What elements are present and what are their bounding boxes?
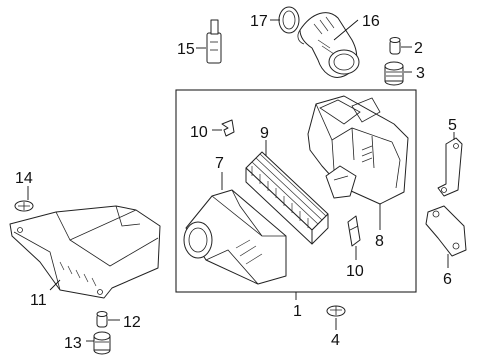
clip-part-10-upper	[221, 119, 235, 137]
callout-14: 14	[15, 170, 33, 187]
callout-12: 12	[123, 314, 141, 331]
rubber-mount-part-13	[93, 331, 111, 355]
callout-7: 7	[215, 155, 224, 172]
callout-13: 13	[64, 335, 82, 352]
callout-15: 15	[177, 41, 195, 58]
grommet-part-12	[96, 311, 108, 328]
bracket-part-5	[437, 137, 463, 197]
callout-9: 9	[260, 125, 269, 142]
callout-10-upper: 10	[190, 124, 208, 141]
grommet-part-2	[389, 37, 401, 55]
leader-lines	[27, 19, 455, 342]
callout-3: 3	[416, 65, 425, 82]
callout-2: 2	[414, 40, 423, 57]
grommet-part-14	[14, 200, 34, 212]
bracket-part-6	[425, 205, 467, 257]
callout-16: 16	[362, 13, 380, 30]
callout-4: 4	[331, 332, 340, 349]
maf-sensor-part-15	[206, 19, 222, 64]
callout-5: 5	[448, 117, 457, 134]
upper-cover-part-8	[307, 95, 409, 205]
callout-10-lower: 10	[346, 263, 364, 280]
callout-6: 6	[443, 271, 452, 288]
callout-11: 11	[30, 292, 47, 309]
callout-17: 17	[250, 13, 268, 30]
rubber-mount-part-3	[384, 61, 404, 86]
clip-part-10-lower	[347, 215, 361, 247]
grommet-part-4	[326, 305, 346, 317]
callout-1: 1	[293, 303, 302, 320]
air-filter-part-9	[245, 151, 329, 245]
lower-case-part-7	[183, 189, 287, 285]
callout-8: 8	[375, 233, 384, 250]
hose-clamp-part-17	[278, 6, 300, 34]
intake-hose-part-16	[297, 12, 360, 78]
air-inlet-duct-part-11	[9, 205, 161, 299]
